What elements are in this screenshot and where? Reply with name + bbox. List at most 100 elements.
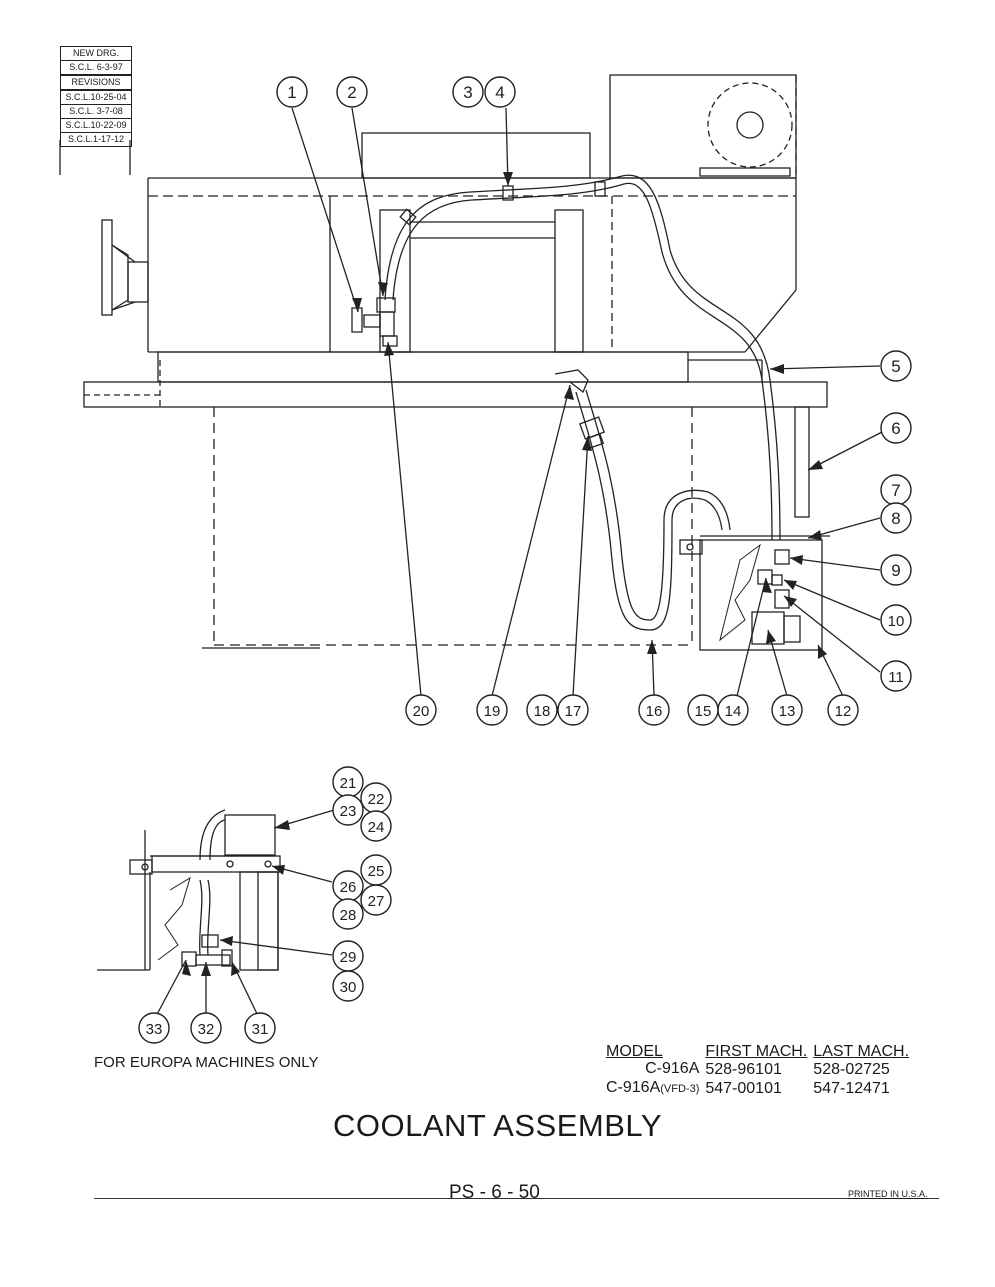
first-mach-cell: 528-96101 bbox=[705, 1061, 782, 1078]
callout-1: 1 bbox=[276, 76, 308, 108]
callout-number: 8 bbox=[891, 509, 900, 528]
callout-number: 27 bbox=[368, 893, 385, 910]
last-mach-header: LAST MACH. bbox=[813, 1043, 910, 1060]
callout-30: 30 bbox=[332, 970, 364, 1002]
callout-7: 7 bbox=[880, 474, 912, 506]
callout-number: 2 bbox=[347, 83, 356, 102]
footer-rule bbox=[94, 1198, 939, 1199]
nozzle-hose bbox=[554, 369, 731, 631]
callout-32: 32 bbox=[190, 1012, 222, 1044]
europa-note: FOR EUROPA MACHINES ONLY bbox=[94, 1054, 319, 1071]
callout-6: 6 bbox=[880, 412, 912, 444]
callout-number: 17 bbox=[565, 703, 582, 720]
callout-number: 6 bbox=[891, 419, 900, 438]
callout-14: 14 bbox=[717, 694, 749, 726]
first-mach-cell: 547-00101 bbox=[705, 1080, 782, 1097]
callout-number: 9 bbox=[891, 561, 900, 580]
callout-number: 20 bbox=[413, 703, 430, 720]
revision-block: NEW DRG. S.C.L. 6-3-97 REVISIONS S.C.L.1… bbox=[60, 46, 132, 147]
model-table-header: MODEL FIRST MACH. LAST MACH. bbox=[600, 1043, 909, 1060]
callout-number: 30 bbox=[340, 979, 357, 996]
callout-16: 16 bbox=[638, 694, 670, 726]
callout-23: 23 bbox=[332, 794, 364, 826]
revisions-header: REVISIONS bbox=[61, 76, 131, 91]
model-table: MODEL FIRST MACH. LAST MACH. C-916A 528-… bbox=[600, 1043, 909, 1098]
callout-33: 33 bbox=[138, 1012, 170, 1044]
callout-number: 32 bbox=[198, 1021, 215, 1038]
callout-number: 11 bbox=[888, 669, 904, 686]
callout-21: 21 bbox=[332, 766, 364, 798]
callout-number: 4 bbox=[495, 83, 504, 102]
callout-9: 9 bbox=[880, 554, 912, 586]
callout-25: 25 bbox=[360, 854, 392, 886]
page-title: COOLANT ASSEMBLY bbox=[332, 1108, 663, 1143]
last-mach-cell: 547-12471 bbox=[813, 1080, 890, 1097]
callout-18: 18 bbox=[526, 694, 558, 726]
new-drawing-date: S.C.L. 6-3-97 bbox=[61, 61, 131, 76]
callout-number: 12 bbox=[835, 703, 852, 720]
callout-27: 27 bbox=[360, 884, 392, 916]
callout-number: 13 bbox=[779, 703, 796, 720]
callout-number: 21 bbox=[340, 775, 357, 792]
callout-number: 26 bbox=[340, 879, 357, 896]
callout-3: 3 bbox=[452, 76, 484, 108]
valve-assembly bbox=[351, 297, 398, 347]
callout-number: 25 bbox=[368, 863, 385, 880]
callout-number: 3 bbox=[463, 83, 472, 102]
callout-number: 16 bbox=[646, 703, 663, 720]
callout-number: 22 bbox=[368, 791, 385, 808]
callout-number: 7 bbox=[891, 481, 900, 500]
new-drawing-label: NEW DRG. bbox=[61, 47, 131, 61]
callout-number: 28 bbox=[340, 907, 357, 924]
machine-body bbox=[83, 74, 828, 649]
revision-entry: S.C.L.1-17-12 bbox=[67, 134, 125, 144]
callout-number: 23 bbox=[340, 803, 357, 820]
callout-number: 29 bbox=[340, 949, 357, 966]
arrowheads bbox=[182, 172, 827, 976]
callout-number: 19 bbox=[484, 703, 501, 720]
callout-2: 2 bbox=[336, 76, 368, 108]
first-mach-header: FIRST MACH. bbox=[705, 1043, 808, 1060]
callout-4: 4 bbox=[484, 76, 516, 108]
callout-17: 17 bbox=[557, 694, 589, 726]
callout-31: 31 bbox=[244, 1012, 276, 1044]
callout-5: 5 bbox=[880, 350, 912, 382]
callout-26: 26 bbox=[332, 870, 364, 902]
callout-number: 15 bbox=[695, 703, 712, 720]
callout-11: 11 bbox=[880, 660, 912, 692]
callout-12: 12 bbox=[827, 694, 859, 726]
callout-number: 14 bbox=[725, 703, 742, 720]
callout-10: 10 bbox=[880, 604, 912, 636]
europa-detail bbox=[97, 809, 281, 971]
printed-in-label: PRINTED IN U.S.A. bbox=[848, 1189, 928, 1199]
coolant-tank bbox=[679, 535, 830, 651]
callout-8: 8 bbox=[880, 502, 912, 534]
callout-28: 28 bbox=[332, 898, 364, 930]
model-cell: C-916A bbox=[645, 1060, 700, 1077]
callout-number: 5 bbox=[891, 357, 900, 376]
revision-entry: S.C.L.10-25-04 bbox=[61, 91, 131, 105]
callout-22: 22 bbox=[360, 782, 392, 814]
callout-20: 20 bbox=[405, 694, 437, 726]
leader-lines bbox=[153, 107, 883, 1021]
page-number: PS - 6 - 50 bbox=[449, 1182, 540, 1203]
callout-13: 13 bbox=[771, 694, 803, 726]
callout-number: 33 bbox=[146, 1021, 163, 1038]
last-mach-cell: 528-02725 bbox=[813, 1061, 890, 1078]
model-row: C-916A(VFD-3) 547-00101 547-12471 bbox=[600, 1079, 909, 1098]
callout-29: 29 bbox=[332, 940, 364, 972]
callout-15: 15 bbox=[687, 694, 719, 726]
callout-number: 24 bbox=[368, 819, 385, 836]
callout-number: 31 bbox=[252, 1021, 269, 1038]
callout-number: 18 bbox=[534, 703, 551, 720]
callout-24: 24 bbox=[360, 810, 392, 842]
callout-19: 19 bbox=[476, 694, 508, 726]
model-row: C-916A 528-96101 528-02725 bbox=[600, 1060, 909, 1079]
model-cell: C-916A(VFD-3) bbox=[606, 1079, 700, 1096]
revision-entry: S.C.L.10-22-09 bbox=[61, 119, 131, 133]
revision-entry: S.C.L. 3-7-08 bbox=[61, 105, 131, 119]
model-header: MODEL bbox=[606, 1043, 663, 1060]
callout-number: 10 bbox=[888, 613, 905, 630]
